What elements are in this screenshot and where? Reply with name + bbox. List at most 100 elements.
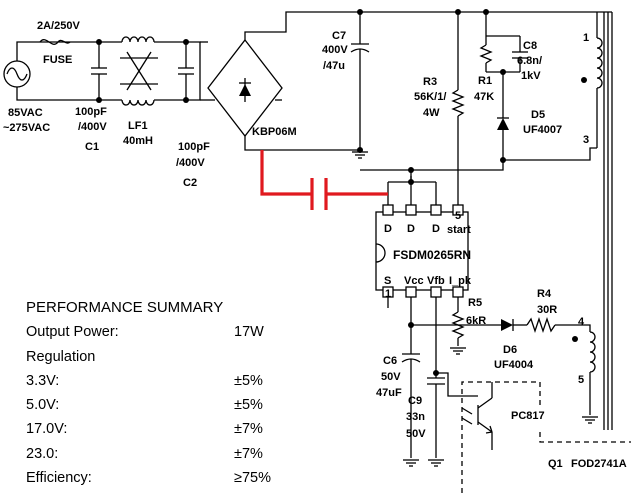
d5-value: UF4007	[523, 124, 562, 136]
c2-ref: C2	[183, 177, 197, 189]
c7-value-2: /47u	[323, 60, 345, 72]
ic-body	[375, 211, 469, 291]
lf1-value: 40mH	[123, 135, 153, 147]
perf-value: ±5%	[234, 372, 263, 389]
c9-value-2: 50V	[406, 428, 426, 440]
ic-pin-d1: D	[384, 223, 392, 235]
ic-pin-d3: D	[432, 223, 440, 235]
perf-row: 5.0V: ±5%	[26, 393, 286, 417]
ic-pin-d2: D	[407, 223, 415, 235]
r5-value: 6kR	[466, 315, 486, 327]
primary-dot	[581, 77, 587, 83]
r1-ref: R1	[478, 75, 492, 87]
perf-value: 17W	[234, 324, 264, 341]
perf-value: ±7%	[234, 421, 263, 438]
perf-label: 17.0V:	[26, 421, 68, 438]
perf-label: 3.3V:	[26, 372, 60, 389]
ic-pin-vfb: Vfb	[427, 275, 445, 287]
junction-dots	[96, 9, 587, 376]
aux-dot	[572, 336, 578, 342]
transformer-aux-coil	[589, 331, 596, 373]
r1-value: 47K	[474, 91, 494, 103]
c6-value-2: 47uF	[376, 387, 402, 399]
perf-row: Output Power: 17W	[26, 320, 286, 344]
transformer-pin-4: 4	[578, 316, 585, 328]
input-wire-bottom	[16, 87, 103, 101]
ground-rail	[244, 136, 360, 151]
d6-diode	[501, 319, 513, 331]
y-capacitor-highlight	[260, 150, 388, 210]
performance-title: PERFORMANCE SUMMARY	[26, 299, 224, 316]
performance-summary: PERFORMANCE SUMMARY Output Power: 17W Reg…	[26, 296, 286, 490]
transformer-pin-1: 1	[583, 32, 589, 44]
perf-value: ≥75%	[234, 470, 271, 487]
c1-value-1: 100pF	[75, 106, 107, 118]
d6-value: UF4004	[494, 359, 534, 371]
r4-resistor	[526, 316, 556, 334]
perf-row: 3.3V: ±5%	[26, 369, 286, 393]
ic-pin-1-number: 1	[385, 288, 391, 300]
ic-ref: FSDM0265RN	[393, 248, 471, 262]
transformer-pin-5: 5	[578, 374, 584, 386]
fuse-label: FUSE	[43, 54, 72, 66]
c9-value-1: 33n	[406, 411, 425, 423]
c6-ref: C6	[383, 355, 397, 367]
perf-row: Regulation	[26, 345, 286, 369]
c1-ref: C1	[85, 141, 99, 153]
fuse-symbol	[39, 39, 71, 45]
perf-row: 17.0V: ±7%	[26, 417, 286, 441]
ic-pin-vcc: Vcc	[404, 275, 424, 287]
q1-value: FOD2741A	[571, 458, 627, 470]
perf-label: 5.0V:	[26, 397, 60, 414]
r4-value: 30R	[537, 304, 557, 316]
transformer-pin-3: 3	[583, 134, 589, 146]
perf-row: Efficiency: ≥75%	[26, 466, 286, 490]
lf1-coil-bottom	[121, 99, 155, 106]
r1-resistor	[479, 44, 493, 64]
d6-ref: D6	[503, 344, 517, 356]
ic-notch	[375, 243, 386, 263]
ic-pin-ipk: I_pk	[449, 275, 472, 287]
c2-value-1: 100pF	[178, 141, 210, 153]
d5-ref: D5	[531, 109, 545, 121]
c2-value-2: /400V	[176, 157, 205, 169]
lf1-ref: LF1	[128, 120, 148, 132]
ic-pin-s: S	[384, 275, 391, 287]
fuse-rating-label: 2A/250V	[37, 20, 80, 32]
d5-diode	[497, 118, 509, 130]
perf-value: ±7%	[234, 445, 263, 462]
ic-pin-start: start	[447, 224, 471, 236]
c7-value-1: 400V	[322, 44, 348, 56]
r3-value-2: 4W	[423, 107, 440, 119]
performance-title-row: PERFORMANCE SUMMARY	[26, 296, 286, 320]
c9-ref: C9	[408, 395, 422, 407]
c1-value-2: /400V	[78, 121, 107, 133]
perf-label: 23.0:	[26, 445, 59, 462]
r3-ref: R3	[423, 76, 437, 88]
input-wire-top	[16, 41, 103, 61]
c8-value-1: 6.8n/	[517, 55, 542, 67]
perf-value: ±5%	[234, 397, 263, 414]
c6-value-1: 50V	[381, 371, 401, 383]
lf1-coil-top	[121, 36, 155, 43]
c8-value-2: 1kV	[521, 70, 541, 82]
perf-label: Regulation	[26, 348, 96, 365]
bridge-ref: KBP06M	[252, 126, 297, 138]
q1-ref: Q1	[548, 458, 563, 470]
perf-row: 23.0: ±7%	[26, 442, 286, 466]
perf-label: Efficiency:	[26, 470, 92, 487]
ac-sine-icon	[6, 67, 28, 81]
hv-rail	[244, 11, 612, 40]
perf-label: Output Power:	[26, 324, 119, 341]
r3-resistor	[451, 89, 465, 117]
ac-voltage-label-2: ~275VAC	[3, 122, 50, 134]
r3-value-1: 56K/1/	[414, 91, 446, 103]
ac-voltage-label-1: 85VAC	[8, 107, 43, 119]
opto-isolation-boundary	[461, 381, 541, 493]
r4-ref: R4	[537, 288, 552, 300]
r5-ref: R5	[468, 297, 482, 309]
opto-ref: PC817	[511, 410, 545, 422]
c8-ref: C8	[523, 40, 537, 52]
c7-ref: C7	[332, 30, 346, 42]
